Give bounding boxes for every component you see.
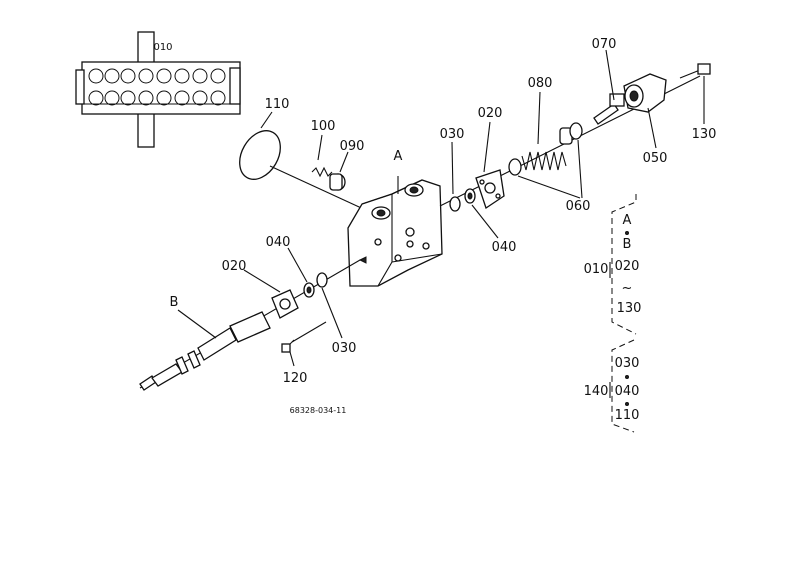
valve-body-A	[347, 176, 443, 287]
collar-060-leaders	[517, 139, 583, 199]
drawing-number: 68328-034-11	[290, 406, 347, 415]
legend-group-010: A B 010 020 ~ 130	[584, 194, 642, 335]
spool-spring-080	[508, 91, 583, 176]
bolt-130	[679, 63, 711, 124]
cap-050	[623, 73, 667, 149]
callout-070: 070	[592, 37, 617, 52]
o-ring-030-upper	[449, 141, 461, 212]
legend1-item-130: 130	[617, 301, 642, 316]
legend2-item-040: 040	[615, 384, 640, 399]
spring-100	[311, 134, 333, 178]
callout-090: 090	[340, 139, 365, 154]
legend1-item-B: B	[623, 237, 632, 252]
callout-040-left: 040	[266, 235, 291, 250]
callout-060: 060	[566, 199, 591, 214]
inset-label: 010	[153, 42, 172, 53]
washer-040-left	[287, 247, 315, 298]
callout-B: B	[170, 295, 179, 310]
legend1-parent: 010	[584, 262, 609, 277]
valve-assembly-inset: 010	[75, 31, 241, 148]
screw-120	[281, 321, 327, 367]
plug-090	[329, 151, 349, 191]
callout-030-lower: 030	[332, 341, 357, 356]
legend1-item-020: 020	[615, 259, 640, 274]
callout-100: 100	[311, 119, 336, 134]
callout-020-left: 020	[222, 259, 247, 274]
legend1-item-A: A	[623, 213, 632, 228]
legend-group-140: 030 140 040 110	[584, 339, 640, 433]
callout-110: 110	[265, 97, 290, 112]
o-ring-030-lower	[316, 272, 343, 339]
callout-A: A	[394, 149, 403, 164]
callout-040-right: 040	[492, 240, 517, 255]
adjuster-070	[593, 49, 625, 125]
legend2-item-110: 110	[615, 408, 640, 423]
spool-B	[139, 309, 271, 391]
callout-030-upper: 030	[440, 127, 465, 142]
callout-080: 080	[528, 76, 553, 91]
callout-050: 050	[643, 151, 668, 166]
callout-130: 130	[692, 127, 717, 142]
legend2-item-030: 030	[615, 356, 640, 371]
callout-120: 120	[283, 371, 308, 386]
cover-020-upper	[475, 121, 505, 210]
callout-020-upper: 020	[478, 106, 503, 121]
legend2-parent: 140	[584, 384, 609, 399]
cover-020-left	[243, 269, 299, 319]
washer-040-right	[464, 188, 499, 239]
o-ring-110	[239, 111, 371, 213]
legend1-item-range: ~	[622, 281, 633, 296]
